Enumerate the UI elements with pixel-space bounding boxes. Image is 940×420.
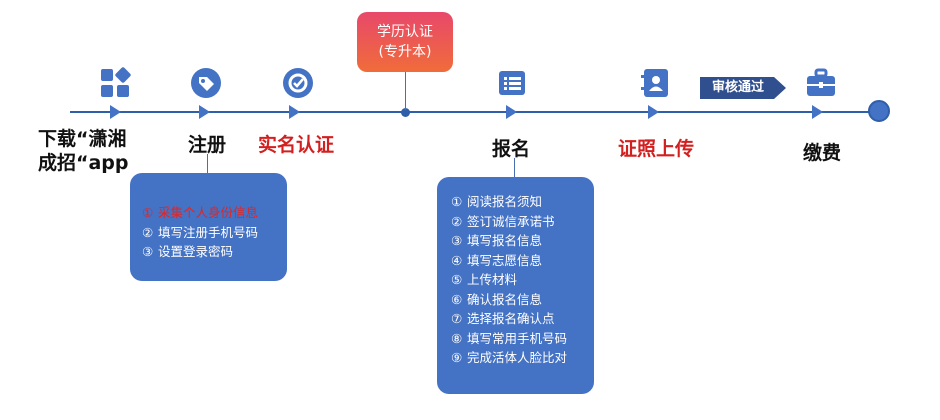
- step-arrow-marker: [110, 105, 121, 119]
- step-label-download-line1: 下载“潇湘: [38, 128, 127, 150]
- step-label-register: 注册: [188, 134, 227, 156]
- step-label-download-line2: 成招“app: [38, 152, 129, 174]
- step-label-signup: 报名: [492, 138, 531, 160]
- id-card-icon: [641, 69, 668, 97]
- approved-badge-label: 审核通过: [711, 80, 764, 95]
- step-arrow-marker: [506, 105, 517, 119]
- tag-icon: [191, 68, 221, 98]
- approved-badge: [700, 77, 786, 99]
- timeline-line: [70, 111, 880, 113]
- app-grid-icon: [101, 67, 131, 97]
- form-list-icon: [499, 71, 525, 95]
- step-arrow-marker: [199, 105, 210, 119]
- step-label-payment: 缴费: [803, 142, 842, 164]
- callout-education-verification: 学历认证 (专升本): [357, 12, 453, 72]
- step-label-download: 下载“潇湘 成招“app: [38, 127, 129, 175]
- step-arrow-marker: [812, 105, 823, 119]
- callout-line1: 学历认证: [377, 24, 433, 40]
- register-box-connector: [207, 154, 208, 174]
- step-label-upload: 证照上传: [618, 138, 695, 160]
- step-arrow-marker: [289, 105, 300, 119]
- callout-line2: (专升本): [378, 44, 432, 60]
- step-arrow-marker: [648, 105, 659, 119]
- timeline-end-dot: [868, 100, 890, 122]
- timeline-midpoint-dot: [401, 108, 410, 117]
- callout-connector: [405, 72, 406, 110]
- signup-box-connector: [514, 158, 515, 178]
- verify-badge-icon: [283, 68, 313, 98]
- step-label-realname: 实名认证: [258, 134, 335, 156]
- briefcase-icon: [807, 68, 835, 96]
